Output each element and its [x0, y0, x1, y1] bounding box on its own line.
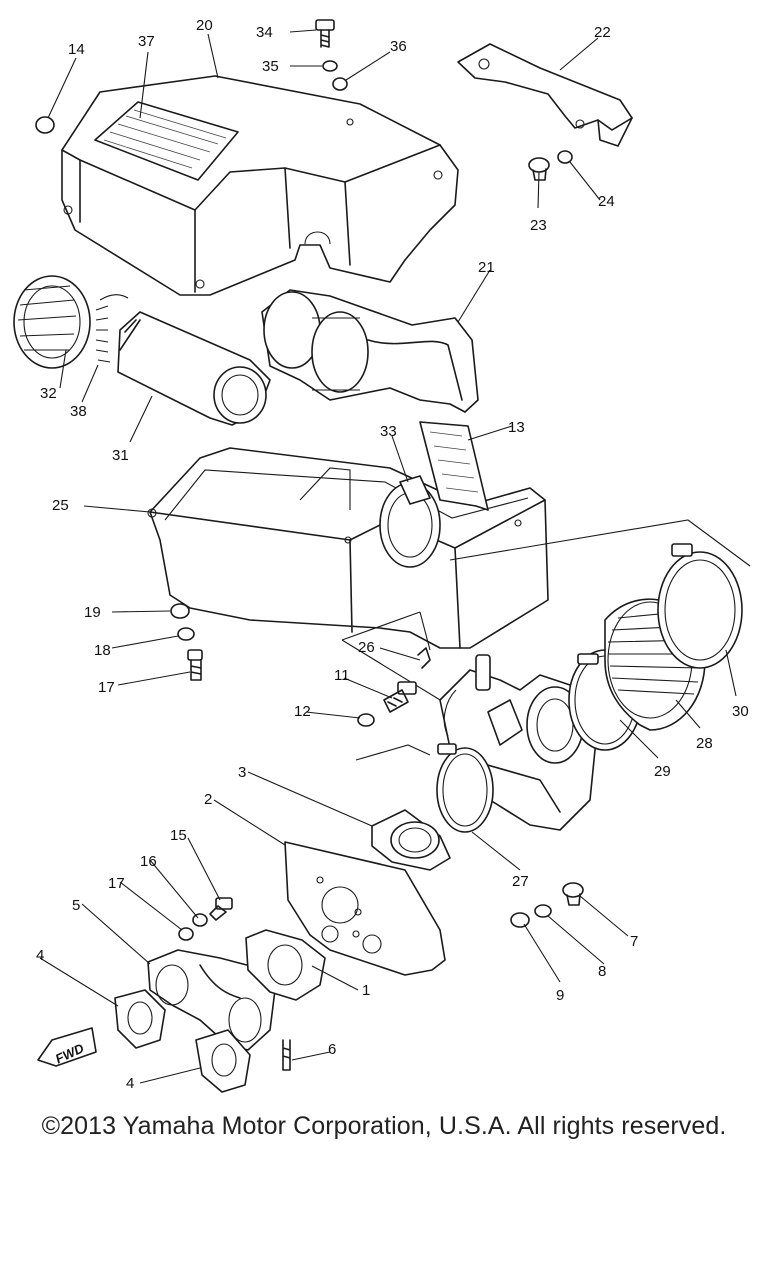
- air-cleaner-case: [147, 447, 549, 649]
- washer-14-icon: [178, 927, 194, 941]
- intake-manifold-5: [147, 949, 276, 1051]
- callout-3: 3: [238, 764, 246, 781]
- callout-7: 7: [630, 933, 638, 950]
- callout-5: 5: [72, 897, 80, 914]
- spring-38-icon: [95, 294, 129, 363]
- exploded-parts-diagram: FWD: [13, 17, 751, 1093]
- callout-28: 28: [696, 735, 713, 752]
- callout-33: 33: [380, 423, 397, 440]
- grommet-19-icon: [170, 603, 190, 619]
- callout-2: 2: [204, 791, 212, 808]
- callout-8: 8: [598, 963, 606, 980]
- bolt-12-icon: [209, 897, 233, 921]
- washer-18-icon: [177, 627, 195, 641]
- leader-lines: [39, 29, 737, 1084]
- bolt-23-icon: [528, 157, 550, 181]
- washer-35-icon: [322, 60, 338, 72]
- intake-boot-32: [13, 275, 91, 369]
- filter-element-15: [419, 421, 489, 511]
- plate-2: [284, 841, 446, 976]
- callout-34: 34: [256, 24, 273, 41]
- forward-arrow-icon: FWD: [37, 1027, 97, 1067]
- washer-11-icon: [357, 713, 375, 727]
- callout-1: 1: [362, 982, 370, 999]
- callout-12: 15: [170, 827, 187, 844]
- washer-13-icon: [192, 913, 208, 927]
- grommet-36-icon: [332, 77, 348, 91]
- callout-26: 26: [358, 639, 375, 656]
- screw-17-icon: [187, 649, 203, 681]
- callout-15: 13: [508, 419, 525, 436]
- callout-10: 11: [334, 667, 350, 684]
- callout-16: 14: [68, 41, 85, 58]
- bracket-22: [457, 43, 633, 147]
- bolt-10-icon: [383, 681, 417, 713]
- copyright-notice: ©2013 Yamaha Motor Corporation, U.S.A. A…: [41, 1112, 727, 1140]
- washer-8-icon: [534, 904, 552, 918]
- screw-34-icon: [315, 19, 335, 48]
- gasket-4-lower: [195, 1029, 251, 1093]
- air-cleaner-cover: [61, 75, 459, 296]
- callout-25: 25: [52, 497, 69, 514]
- stud-6-icon: [282, 1039, 291, 1071]
- clamp-30: [657, 543, 743, 669]
- callout-13: 16: [140, 853, 157, 870]
- callout-32: 32: [40, 385, 57, 402]
- callout-4-upper: 4: [36, 947, 44, 964]
- gasket-1: [245, 929, 326, 1001]
- callout-23: 23: [530, 217, 547, 234]
- callout-36: 36: [390, 38, 407, 55]
- callout-17: 17: [98, 679, 115, 696]
- callout-27: 27: [512, 873, 529, 890]
- callout-38: 38: [70, 403, 87, 420]
- callout-4-lower: 4: [126, 1075, 134, 1092]
- joint-3: [371, 809, 451, 871]
- callout-11: 12: [294, 703, 311, 720]
- callout-6: 6: [328, 1041, 336, 1058]
- callout-30: 30: [732, 703, 749, 720]
- callout-22: 22: [594, 24, 611, 41]
- washer-24-icon: [557, 150, 573, 164]
- gasket-4-upper: [114, 989, 166, 1049]
- grommet-16-icon: [35, 116, 55, 134]
- air-duct-21: [261, 289, 479, 413]
- intake-tube-31: [117, 311, 271, 426]
- clip-26-icon: [417, 647, 431, 669]
- callout-35: 35: [262, 58, 279, 75]
- callout-21: 21: [478, 259, 495, 276]
- clamp-27: [436, 743, 494, 833]
- callout-29: 29: [654, 763, 671, 780]
- callout-14: 17: [108, 875, 125, 892]
- callout-19: 19: [84, 604, 101, 621]
- callout-9: 9: [556, 987, 564, 1004]
- callout-37: 37: [138, 33, 155, 50]
- clip-33-icon: [399, 475, 431, 505]
- callout-20: 20: [196, 17, 213, 34]
- callout-24: 24: [598, 193, 615, 210]
- washer-9-icon: [510, 912, 530, 928]
- callout-labels: 14 37 20 34 35 36 22 24 23 21 32 38 31 3…: [36, 17, 749, 1092]
- bolt-7-icon: [562, 882, 584, 906]
- callout-31: 31: [112, 447, 129, 464]
- callout-18: 18: [94, 642, 111, 659]
